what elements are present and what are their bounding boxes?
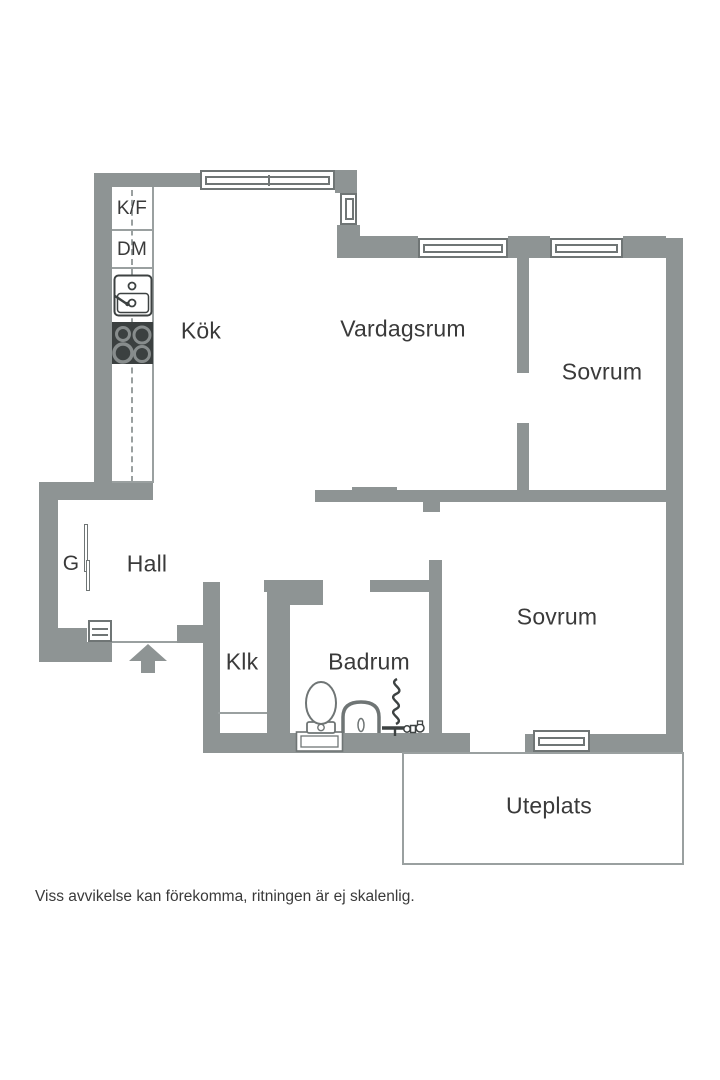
wall-segment bbox=[423, 502, 440, 512]
wall-segment bbox=[94, 173, 112, 500]
window-icon bbox=[418, 238, 508, 258]
entry-threshold-line bbox=[112, 641, 177, 643]
wall-segment bbox=[508, 236, 550, 258]
counter-edge bbox=[112, 481, 154, 483]
wall-segment bbox=[337, 225, 360, 258]
kitchen-sink-icon bbox=[113, 274, 153, 317]
wardrobe-doors-icon bbox=[86, 560, 90, 591]
wall-segment bbox=[58, 628, 87, 642]
wall-segment bbox=[94, 173, 200, 187]
wall-segment bbox=[39, 642, 112, 662]
room-label-sovrum-bottom: Sovrum bbox=[516, 603, 598, 630]
stove-icon bbox=[112, 322, 153, 364]
disclaimer-text: Viss avvikelse kan förekomma, ritningen … bbox=[35, 888, 415, 905]
window-glass bbox=[345, 198, 354, 220]
entrance-arrow-icon bbox=[129, 644, 167, 674]
room-label-uteplats: Uteplats bbox=[506, 792, 592, 819]
wall-segment bbox=[623, 236, 666, 258]
counter-edge bbox=[152, 187, 154, 483]
wall-segment bbox=[525, 734, 533, 753]
room-label-klk: Klk bbox=[225, 648, 259, 675]
washbasin-icon bbox=[340, 700, 382, 734]
window-icon bbox=[340, 193, 357, 225]
wall-segment bbox=[264, 580, 323, 592]
wall-segment bbox=[39, 482, 153, 500]
window-glass bbox=[538, 737, 585, 746]
room-label-badrum: Badrum bbox=[328, 648, 410, 675]
wall-segment bbox=[370, 580, 430, 592]
window-glass bbox=[423, 244, 503, 253]
room-label-hall: Hall bbox=[126, 550, 168, 577]
wall-segment bbox=[590, 734, 597, 753]
window-glass bbox=[555, 244, 618, 253]
wall-segment bbox=[666, 238, 683, 753]
window-icon bbox=[550, 238, 623, 258]
uteplats-boundary bbox=[402, 752, 684, 865]
window-mullion bbox=[267, 175, 270, 186]
wall-segment bbox=[352, 487, 397, 490]
wall-segment bbox=[177, 625, 203, 643]
wall-segment bbox=[429, 560, 442, 753]
faucet-icon bbox=[402, 720, 426, 734]
wall-segment bbox=[267, 592, 290, 753]
dishwasher-label: DM bbox=[117, 239, 147, 260]
wall-segment bbox=[315, 490, 666, 502]
wall-segment bbox=[597, 734, 666, 753]
wall-segment bbox=[39, 482, 58, 662]
closet-shelf-line bbox=[218, 712, 267, 714]
wall-segment bbox=[203, 582, 220, 753]
room-label-sovrum-top: Sovrum bbox=[561, 358, 643, 385]
toilet-icon bbox=[295, 681, 345, 752]
cabinet-line bbox=[92, 634, 108, 636]
wall-segment bbox=[290, 592, 323, 605]
window-icon bbox=[533, 730, 590, 752]
wall-segment bbox=[517, 256, 529, 373]
wall-segment bbox=[335, 170, 357, 193]
room-label-vardagsrum: Vardagsrum bbox=[340, 315, 466, 342]
room-label-kok: Kök bbox=[180, 317, 222, 344]
cabinet-line bbox=[92, 628, 108, 630]
fridge-freezer-label: K/F bbox=[116, 198, 148, 219]
wall-segment bbox=[355, 236, 418, 258]
room-label-garderob: G bbox=[62, 552, 80, 575]
shoe-cabinet-icon bbox=[88, 620, 112, 642]
window-icon bbox=[200, 170, 335, 190]
wall-segment bbox=[517, 423, 529, 502]
